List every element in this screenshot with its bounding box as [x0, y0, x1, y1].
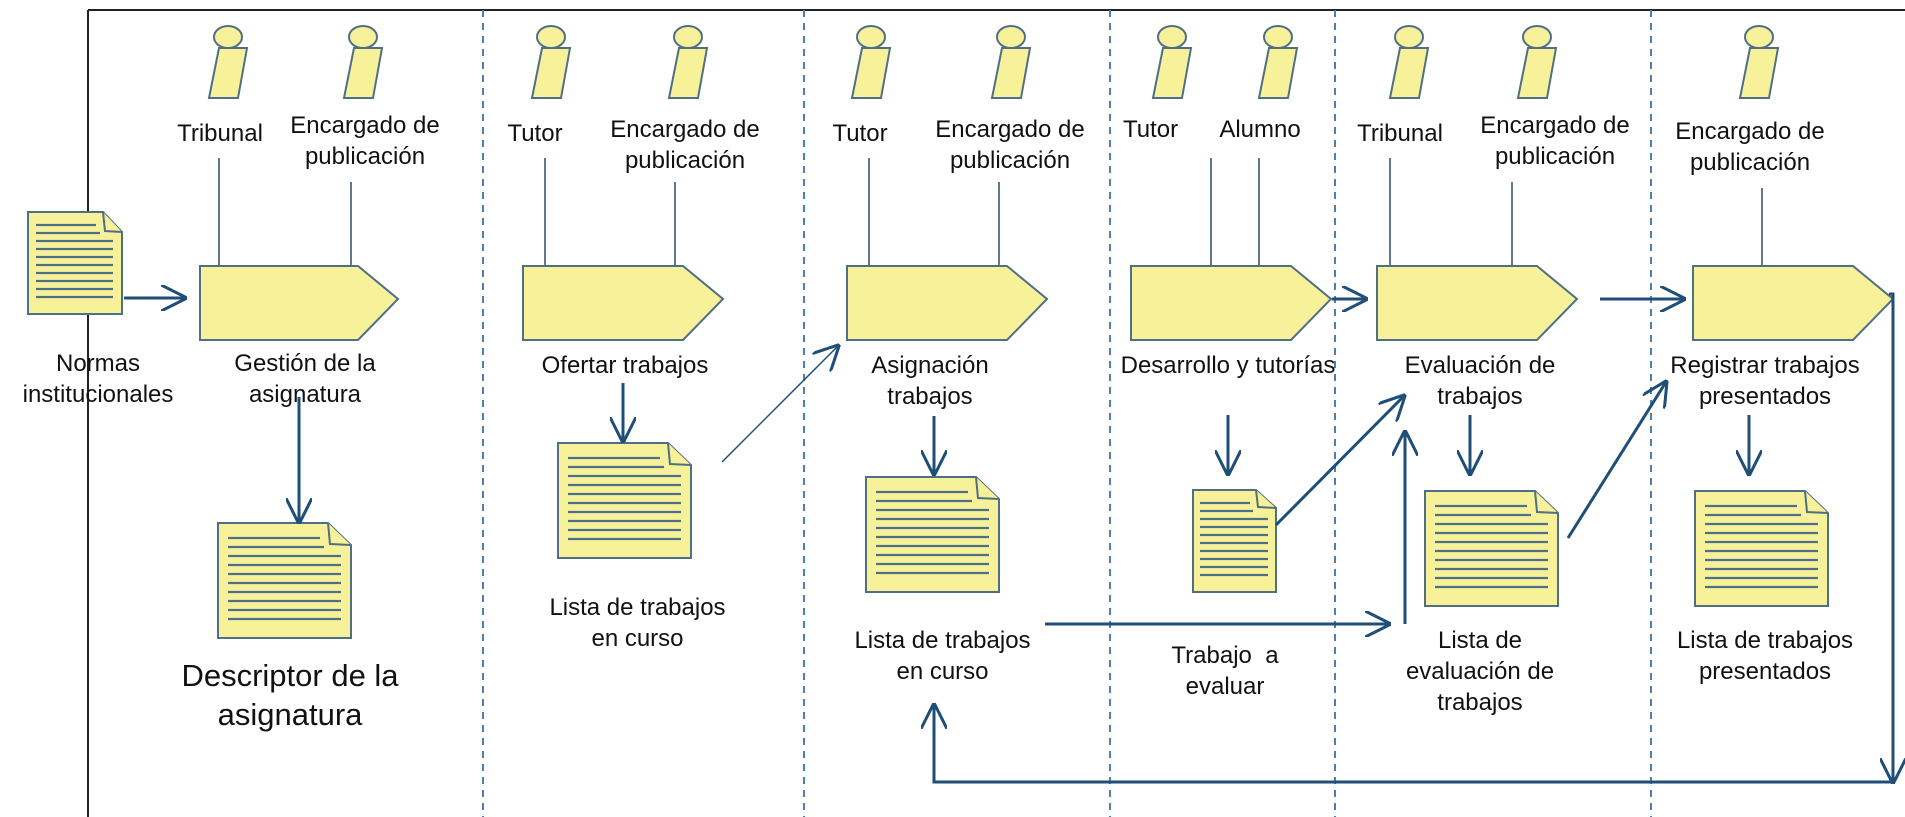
process-label: Registrar trabajos presentados — [1670, 352, 1860, 410]
arrow — [1274, 396, 1404, 527]
person-icon — [1257, 25, 1299, 99]
documents — [27, 211, 1829, 639]
actor-label: Encargado de publicación — [1675, 118, 1825, 176]
process-shape — [199, 265, 400, 341]
process-shape — [1130, 265, 1333, 341]
process-shape — [846, 265, 1049, 341]
document-icon — [865, 476, 1000, 593]
person-icon — [1516, 25, 1558, 99]
actor-label: Tribunal — [177, 120, 263, 147]
process-label: Evaluación de trabajos — [1404, 352, 1556, 410]
process-label: Ofertar trabajos — [541, 352, 709, 379]
actor-label: Encargado de publicación — [610, 116, 760, 174]
processes — [199, 265, 1895, 341]
input-label: Normas institucionales — [22, 350, 174, 408]
document-icon — [1192, 489, 1277, 593]
process-label: Gestión de la asignatura — [234, 350, 376, 408]
arrow — [1566, 382, 1666, 539]
actors — [207, 25, 1780, 99]
person-icon — [342, 25, 384, 99]
process-label: Asignación trabajos — [871, 352, 989, 410]
person-icon — [1388, 25, 1430, 99]
process-shape — [522, 265, 725, 341]
document-icon — [557, 442, 692, 559]
arrow — [934, 705, 1893, 784]
actor-label: Tutor — [1122, 116, 1179, 143]
actor-label: Tribunal — [1357, 120, 1443, 147]
person-icon — [1151, 25, 1193, 99]
actor-label: Tutor — [832, 120, 888, 147]
process-shape — [1376, 265, 1579, 341]
process-label: Desarrollo y tutorías — [1120, 352, 1336, 379]
actor-label: Encargado de publicación — [290, 112, 440, 170]
output-label: Lista de trabajos en curso — [549, 594, 726, 652]
process-shape — [1692, 265, 1895, 341]
person-icon — [850, 25, 892, 99]
person-icon — [990, 25, 1032, 99]
person-icon — [667, 25, 709, 99]
actor-label: Encargado de publicación — [1480, 112, 1630, 170]
output-label: Lista de evaluación de trabajos — [1405, 627, 1555, 716]
arrow — [1889, 292, 1893, 782]
person-icon — [530, 25, 572, 99]
person-icon — [1738, 25, 1780, 99]
actor-lines — [218, 158, 1763, 266]
person-icon — [207, 25, 249, 99]
actor-label: Alumno — [1219, 116, 1301, 143]
output-label: Trabajo a evaluar — [1171, 642, 1279, 700]
document-icon — [1694, 490, 1829, 607]
output-label: Lista de trabajos en curso — [854, 627, 1031, 685]
lane-dividers — [482, 10, 1652, 817]
output-label: Lista de trabajos presentados — [1676, 627, 1854, 685]
document-icon — [27, 211, 123, 315]
actor-label: Tutor — [507, 120, 563, 147]
document-icon — [1424, 490, 1559, 607]
actor-label: Encargado de publicación — [935, 116, 1085, 174]
arrow — [721, 346, 838, 463]
output-label: Descriptor de la asignatura — [181, 658, 399, 732]
document-icon — [217, 522, 352, 639]
arrows — [124, 294, 1893, 782]
